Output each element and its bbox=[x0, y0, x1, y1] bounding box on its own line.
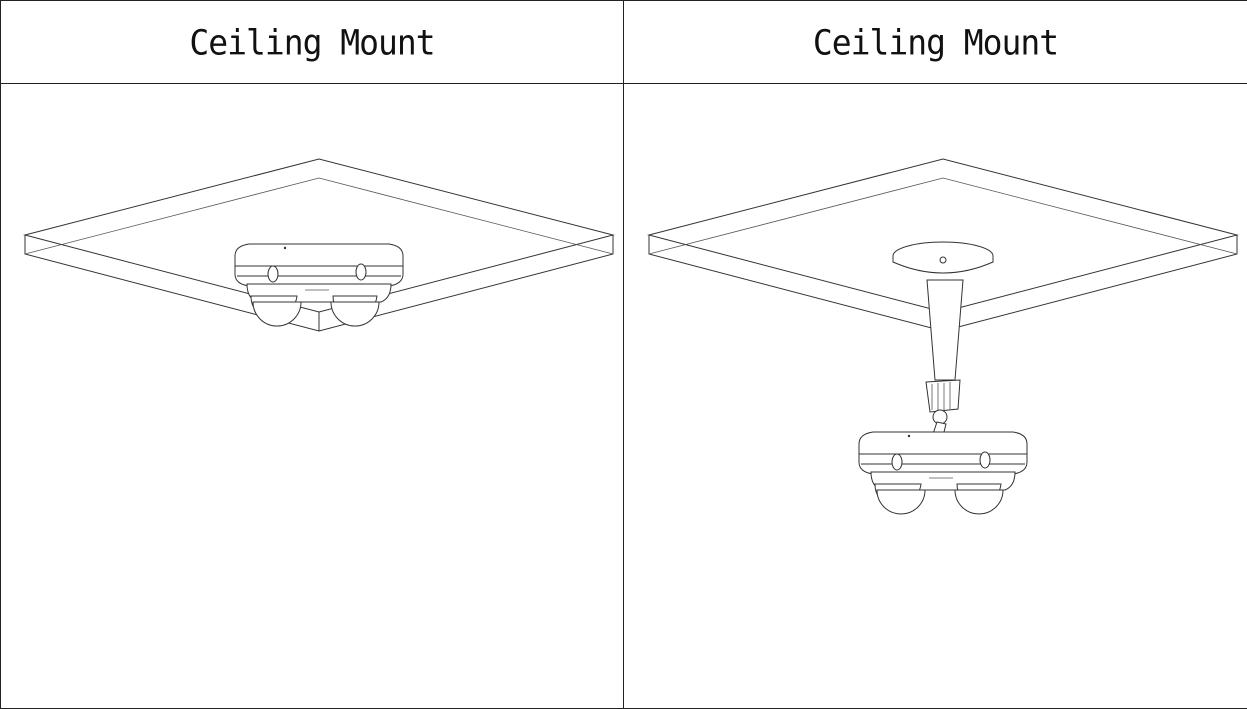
mount-bracket bbox=[892, 241, 994, 437]
panel-title-ceiling-mount-bracket: Ceiling Mount bbox=[623, 0, 1247, 87]
ceiling-slab bbox=[647, 158, 1239, 332]
bracket-mount-illustration bbox=[647, 158, 1239, 515]
dual-dome-camera bbox=[234, 243, 404, 327]
ceiling-slab bbox=[23, 158, 615, 332]
dual-dome-camera bbox=[858, 431, 1028, 515]
direct-mount-illustration bbox=[23, 158, 615, 332]
panel-bracket-ceiling-mount bbox=[623, 83, 1247, 709]
panel-direct-ceiling-mount bbox=[0, 83, 624, 709]
panel-title-ceiling-mount-direct: Ceiling Mount bbox=[0, 0, 624, 87]
